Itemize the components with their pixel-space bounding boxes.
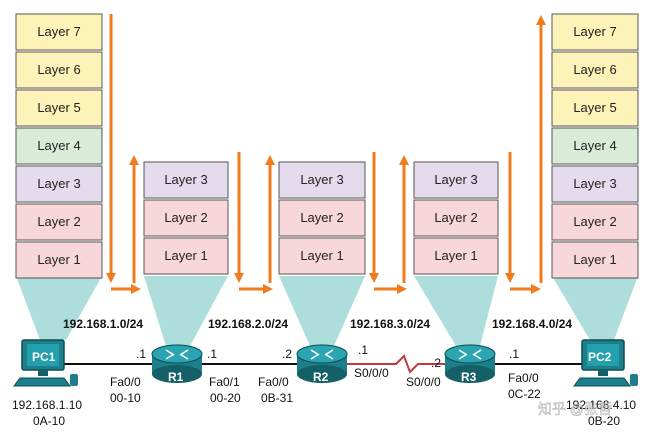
pc2-computer-icon[interactable] [573, 339, 638, 387]
layer-stack-pc2: Layer 7 Layer 6 Layer 5 Layer 4 Layer 3 Layer… [551, 13, 639, 279]
flow-arrows [106, 14, 546, 294]
r2-fa00: Fa0/0 [258, 375, 289, 389]
r1-fa01-mac: 00-20 [210, 391, 241, 405]
r1-layer-label: Layer 2 [164, 210, 207, 225]
network-label-4: 192.168.4.0/24 [492, 317, 572, 331]
r1-right-host: .1 [207, 347, 217, 361]
pc2-layer-label: Layer 6 [573, 62, 616, 77]
network-label-2: 192.168.2.0/24 [208, 317, 288, 331]
network-label-3: 192.168.3.0/24 [350, 317, 430, 331]
r2-layer-box [278, 237, 366, 275]
pc1-layer-box [15, 13, 103, 51]
r1-layer-box [143, 237, 229, 275]
r3-fa00: Fa0/0 [508, 371, 539, 385]
pc2-layer-box [551, 127, 639, 165]
pc2-layer-label: Layer 3 [573, 176, 616, 191]
r3-s000: S0/0/0 [406, 375, 441, 389]
pc1-mac: 0A-10 [33, 414, 65, 428]
pc1-layer-label: Layer 4 [37, 138, 80, 153]
r2-layer-box [278, 199, 366, 237]
pc1-layer-box [15, 89, 103, 127]
pc2-layer-box [551, 13, 639, 51]
pc2-layer-box [551, 89, 639, 127]
r1-layer-box [143, 199, 229, 237]
r1-layer-label: Layer 3 [164, 172, 207, 187]
network-label-1: 192.168.1.0/24 [63, 317, 143, 331]
pc2-mac: 0B-20 [588, 414, 620, 428]
layer-stack-pc1: Layer 7 Layer 6 Layer 5 Layer 4 Layer 3 Layer… [15, 13, 103, 279]
r3-right-host: .1 [509, 347, 519, 361]
pc1-computer-icon[interactable] [13, 339, 78, 387]
r3-layer-label: Layer 3 [434, 172, 477, 187]
r3-fa00-mac: 0C-22 [508, 387, 541, 401]
r1-fa00: Fa0/0 [110, 375, 141, 389]
watermark: 知乎 @张哲 [538, 401, 612, 417]
pc1-layer-box [15, 203, 103, 241]
pc1-label: PC1 [32, 350, 56, 364]
r2-layer-label: Layer 3 [300, 172, 343, 187]
pc2-label: PC2 [588, 350, 612, 364]
pc1-layer-box [15, 165, 103, 203]
r1-layer-box [143, 161, 229, 199]
pc2-layer-label: Layer 2 [573, 214, 616, 229]
pc1-layer-label: Layer 6 [37, 62, 80, 77]
pc1-layer-label: Layer 5 [37, 100, 80, 115]
r2-fa00-mac: 0B-31 [261, 391, 293, 405]
router-r3-label: R3 [461, 370, 477, 384]
pc2-layer-box [551, 203, 639, 241]
r2-left-host: .2 [282, 347, 292, 361]
r1-fa00-mac: 00-10 [110, 391, 141, 405]
pc2-layer-label: Layer 4 [573, 138, 616, 153]
serial-link-r2-r3 [345, 354, 450, 374]
pc2-layer-box [551, 241, 639, 279]
r2-layer-box [278, 161, 366, 199]
pc2-ip: 192.168.4.10 [566, 398, 636, 412]
pc1-ip: 192.168.1.10 [12, 398, 82, 412]
pc2-layer-label: Layer 5 [573, 100, 616, 115]
r2-right-host: .1 [358, 343, 368, 357]
r1-left-host: .1 [136, 347, 146, 361]
router-r2-icon[interactable] [296, 344, 348, 383]
r3-layer-box [413, 237, 499, 275]
r3-layer-box [413, 161, 499, 199]
pc1-layer-box [15, 51, 103, 89]
r2-layer-label: Layer 1 [300, 248, 343, 263]
r1-layer-label: Layer 1 [164, 248, 207, 263]
r2-layer-label: Layer 2 [300, 210, 343, 225]
router-r3-icon[interactable] [444, 344, 496, 383]
layer-stack-r2: Layer 3 Layer 2 Layer 1 [278, 161, 366, 275]
pc1-layer-label: Layer 2 [37, 214, 80, 229]
pc2-layer-label: Layer 7 [573, 24, 616, 39]
layer-stack-r1: Layer 3 Layer 2 Layer 1 [143, 161, 229, 275]
router-r2-label: R2 [313, 370, 329, 384]
r3-layer-box [413, 199, 499, 237]
pc1-layer-box [15, 127, 103, 165]
funnel-r3 [414, 276, 498, 346]
r3-left-host: .2 [431, 356, 441, 370]
pc1-layer-label: Layer 7 [37, 24, 80, 39]
r2-s000: S0/0/0 [354, 366, 389, 380]
router-r1-label: R1 [168, 370, 184, 384]
pc2-layer-box [551, 51, 639, 89]
r1-fa01: Fa0/1 [209, 375, 240, 389]
pc2-layer-label: Layer 1 [573, 252, 616, 267]
r3-layer-label: Layer 1 [434, 248, 477, 263]
r3-layer-label: Layer 2 [434, 210, 477, 225]
pc1-layer-label: Layer 1 [37, 252, 80, 267]
funnel-pc1 [16, 276, 102, 340]
funnel-r1 [144, 276, 228, 346]
pc2-layer-box [551, 165, 639, 203]
funnel-pc2 [552, 276, 638, 340]
pc1-layer-label: Layer 3 [37, 176, 80, 191]
pc1-layer-box [15, 241, 103, 279]
router-r1-icon[interactable] [151, 344, 203, 383]
layer-stack-r3: Layer 3 Layer 2 Layer 1 [413, 161, 499, 275]
funnel-r2 [279, 276, 365, 346]
